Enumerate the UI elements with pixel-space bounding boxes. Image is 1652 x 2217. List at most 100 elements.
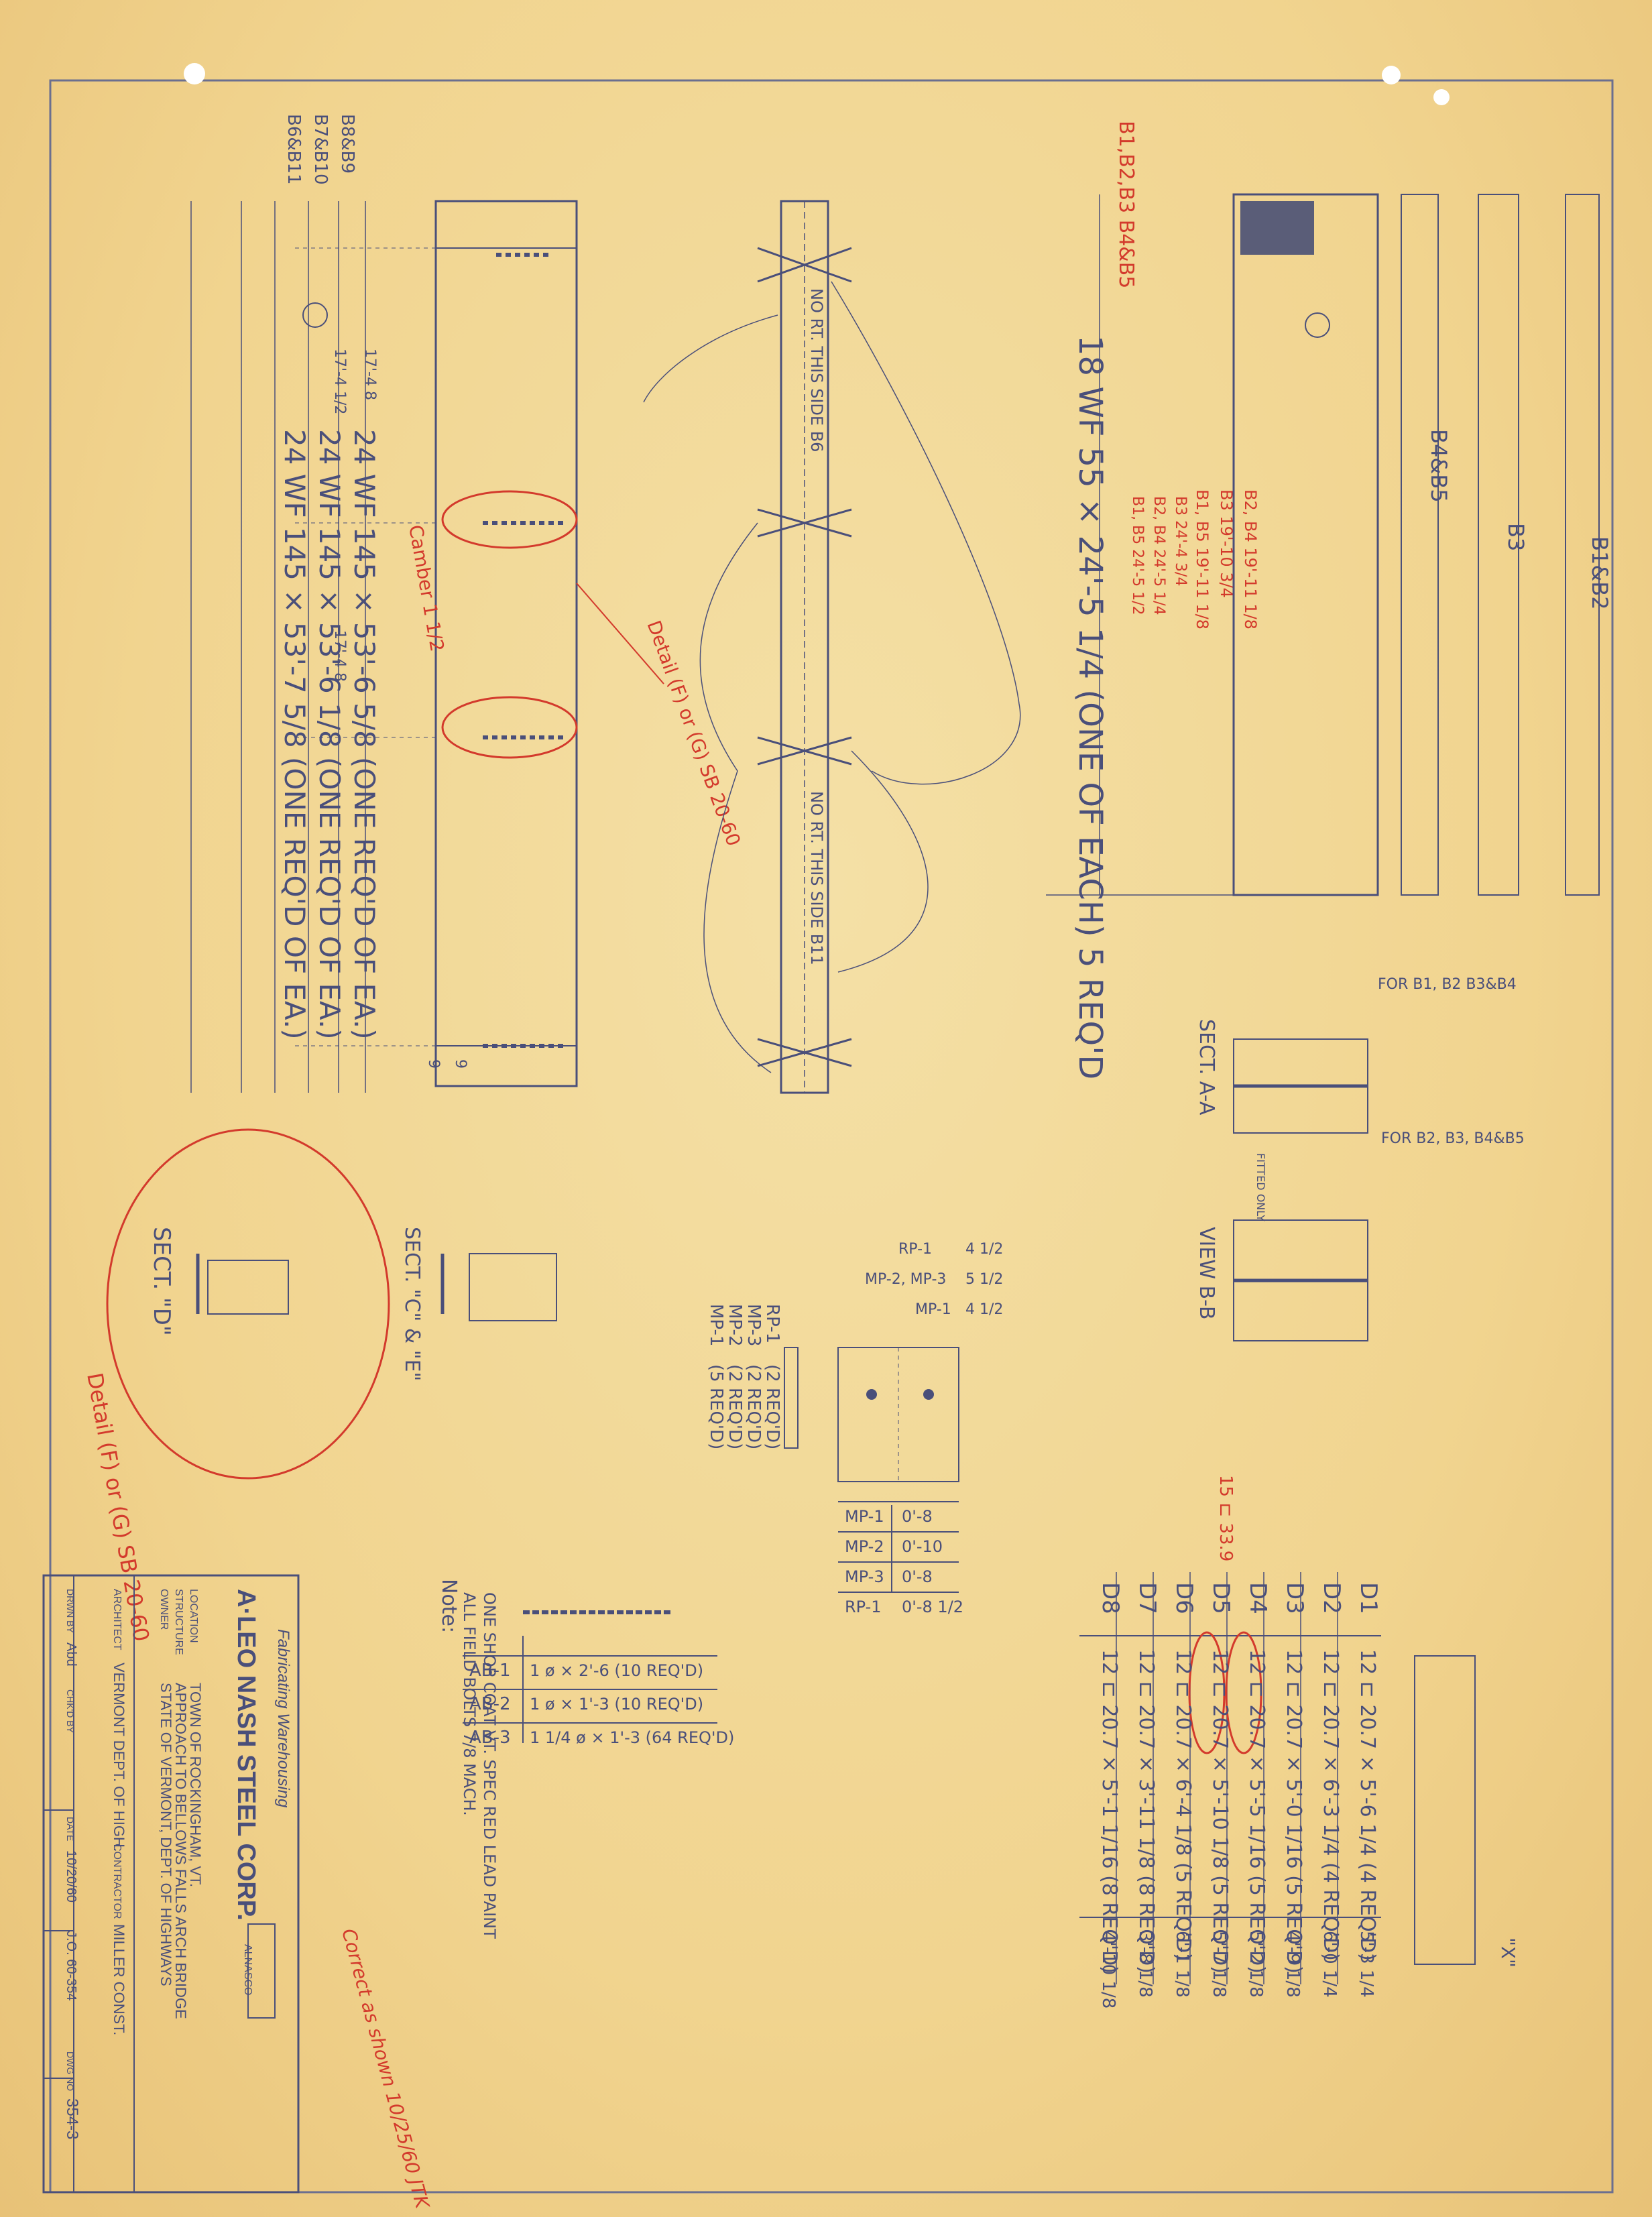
plate-width-1: 4 1/2 xyxy=(965,1241,1003,1258)
plate-qty-1: MP-1 xyxy=(706,1304,726,1346)
diaphragm-mark-4: D4 xyxy=(1244,1582,1271,1614)
drawn-by-value: Abd xyxy=(64,1642,78,1667)
diaphragm-x-3: 4'-9 1/8 xyxy=(1283,1931,1303,1998)
left-beam-elevation xyxy=(190,200,1330,1093)
plate-qty-1b: (5 REQ'D) xyxy=(706,1364,726,1449)
ab-mark-2: AB-2 xyxy=(469,1694,511,1714)
diaphragm-mark-3: D3 xyxy=(1281,1582,1308,1614)
structure-value: APPROACH TO BELLOWS FALLS ARCH BRIDGE xyxy=(172,1683,189,2019)
plate-width-2: 5 1/2 xyxy=(965,1271,1003,1288)
section-d xyxy=(106,1128,390,1480)
diaphragm-table xyxy=(1079,1572,1476,1984)
sect-ce-label: SECT. "C" & "E" xyxy=(400,1227,424,1381)
diaphragm-mark-6: D6 xyxy=(1171,1582,1197,1614)
plate-mark-3: MP-3 xyxy=(845,1567,884,1586)
notes-line-1: ALL FIELD BOLTS 7/8 MACH. xyxy=(460,1592,479,1816)
red-dim-5: B2, B4 24'-5 1/4 xyxy=(1150,496,1167,615)
location-label: LOCATION xyxy=(188,1589,199,1643)
plate-mark-4: RP-1 xyxy=(845,1598,882,1616)
ab-mark-1: AB-1 xyxy=(469,1661,511,1681)
plate-mark-2: MP-2 xyxy=(845,1537,884,1556)
left-beam-dim-2: 17'-4 8 xyxy=(361,349,378,400)
plate-mark-1: MP-1 xyxy=(845,1507,884,1526)
plate-width-mark-3: MP-1 xyxy=(915,1301,951,1318)
diaphragm-mark-7: D7 xyxy=(1134,1582,1161,1614)
punch-hole-icon xyxy=(184,63,205,84)
right-beam-marks: B1,B2,B3 B4&B5 xyxy=(1114,121,1138,288)
right-beam-label-3: B1&B2 xyxy=(1587,536,1612,610)
location-value: TOWN OF ROCKINGHAM, VT. xyxy=(187,1683,204,1887)
owner-value: STATE OF VERMONT, DEPT. OF HIGHWAYS xyxy=(158,1683,174,1986)
section-a-a xyxy=(1233,1038,1368,1341)
diaphragm-mark-1: D1 xyxy=(1355,1582,1382,1614)
notes-heading: Note: xyxy=(437,1579,461,1633)
section-c-e xyxy=(440,1253,557,1321)
plate-qty-3b: (2 REQ'D) xyxy=(744,1364,764,1449)
no-rt-b6: NO RT. THIS SIDE B6 xyxy=(807,288,826,452)
company-logo: ALNASCO xyxy=(242,1944,253,1995)
diaphragm-desc-6: 12 ⊏ 20.7 × 6'-4 1/8 (5 REQ'D) xyxy=(1171,1649,1195,1961)
diaphragm-x-2: 6'-0 1/4 xyxy=(1319,1931,1340,1998)
red-dim-3: B2, B4 19'-11 1/8 xyxy=(1241,489,1260,630)
left-beam-dim-1: 17'-4 1/2 xyxy=(331,349,348,414)
diaphragm-x-7: 3'-8 1/8 xyxy=(1135,1931,1155,1998)
diaphragm-mark-5: D5 xyxy=(1207,1582,1234,1614)
diaphragm-red-note: 15 ⊏ 33.9 xyxy=(1216,1475,1236,1561)
plate-len-3: 0'-8 xyxy=(902,1567,933,1586)
detail-ref-note: Detail (F) or (G) SB 20-60 xyxy=(642,617,745,849)
left-beam-dim-5: 9 xyxy=(452,1059,469,1069)
plate-qty-2b: (2 REQ'D) xyxy=(725,1364,745,1449)
plate-width-3: 4 1/2 xyxy=(965,1301,1003,1318)
red-dim-6: B3 24'-4 3/4 xyxy=(1172,496,1189,586)
for-b1b2-label: FOR B1, B2 B3&B4 xyxy=(1378,976,1517,993)
sect-d-label: SECT. "D" xyxy=(148,1227,175,1336)
anchor-bolt-table xyxy=(463,1610,717,1743)
left-beam-dim-3: 17'-4 8 xyxy=(331,630,348,682)
left-beam-dim-4: 9 xyxy=(425,1059,442,1069)
plate-width-mark-1: RP-1 xyxy=(898,1241,932,1258)
diaphragm-mark-8: D8 xyxy=(1097,1582,1124,1614)
plate-qty-4: RP-1 xyxy=(762,1304,782,1343)
architect-value: VERMONT DEPT. OF HIGH. xyxy=(111,1663,127,1852)
diaphragm-desc-2: 12 ⊏ 20.7 × 6'-3 1/4 (4 REQ'D) xyxy=(1319,1649,1342,1961)
diaphragm-desc-4: 12 ⊏ 20.7 × 5'-5 1/16 (5 REQ'D) xyxy=(1245,1649,1268,1974)
sect-aa-label: SECT. A-A xyxy=(1195,1019,1218,1116)
diaphragm-x-6: 6'-1 1/8 xyxy=(1172,1931,1192,1998)
ab-mark-3: AB-3 xyxy=(469,1728,511,1748)
plate-len-4: 0'-8 1/2 xyxy=(902,1598,963,1616)
title-block xyxy=(42,1574,300,2194)
for-b2-label: FOR B2, B3, B4&B5 xyxy=(1381,1130,1525,1147)
plate-qty-4b: (2 REQ'D) xyxy=(762,1364,782,1449)
fitted-only-label: FITTED ONLY xyxy=(1254,1153,1267,1221)
diaphragm-x-5: 5'-7 1/8 xyxy=(1209,1931,1229,1998)
sheet-border xyxy=(49,79,1614,2194)
architect-label: ARCHITECT xyxy=(111,1589,123,1651)
left-beam-marks-mid: B7&B10 xyxy=(310,114,331,185)
left-beam-marks-bot: B8&B9 xyxy=(337,114,357,174)
red-dim-4: B1, B5 24'-5 1/2 xyxy=(1129,496,1146,615)
left-beam-size-2: 24 WF 145 × 53'-6 1/8 (ONE REQ'D OF EA.) xyxy=(313,429,346,1040)
camber-note: Camber 1 1/2 xyxy=(404,523,449,653)
notes-line-2: ONE SHOP COAT VT. SPEC RED LEAD PAINT xyxy=(480,1592,499,1939)
diaphragm-x-1: 5'-3 1/4 xyxy=(1356,1931,1376,1998)
no-rt-b11: NO RT. THIS SIDE B11 xyxy=(807,791,826,965)
structure-label: STRUCTURE xyxy=(173,1589,184,1655)
diaphragm-mark-2: D2 xyxy=(1318,1582,1345,1614)
right-beam-elevation xyxy=(1046,193,1600,896)
plate-width-mark-2: MP-2, MP-3 xyxy=(865,1271,946,1288)
plate-table xyxy=(784,1347,959,1593)
right-beam-size: 18 WF 55 × 24'-5 1/4 (ONE OF EACH) 5 REQ… xyxy=(1071,335,1109,1079)
owner-label: OWNER xyxy=(158,1589,170,1630)
ab-desc-1: 1 ø × 2'-6 (10 REQ'D) xyxy=(530,1661,703,1680)
contractor-value: MILLER CONST. xyxy=(111,1924,127,2035)
ab-desc-2: 1 ø × 1'-3 (10 REQ'D) xyxy=(530,1695,703,1714)
left-beam-marks-top: B6&B11 xyxy=(284,114,304,185)
company-subtitle: Fabricating Warehousing xyxy=(274,1629,292,1808)
north-arrow-icon xyxy=(302,302,328,328)
diaphragm-x-4: 5'-2 1/8 xyxy=(1246,1931,1266,1998)
contractor-label: CONTRACTOR xyxy=(111,1844,123,1919)
red-dim-1: B1, B5 19'-11 1/8 xyxy=(1193,489,1212,630)
view-bb-label: VIEW B-B xyxy=(1195,1227,1218,1319)
north-arrow-icon xyxy=(1305,312,1330,338)
dwg-no-label: DWG NO xyxy=(65,2051,76,2091)
